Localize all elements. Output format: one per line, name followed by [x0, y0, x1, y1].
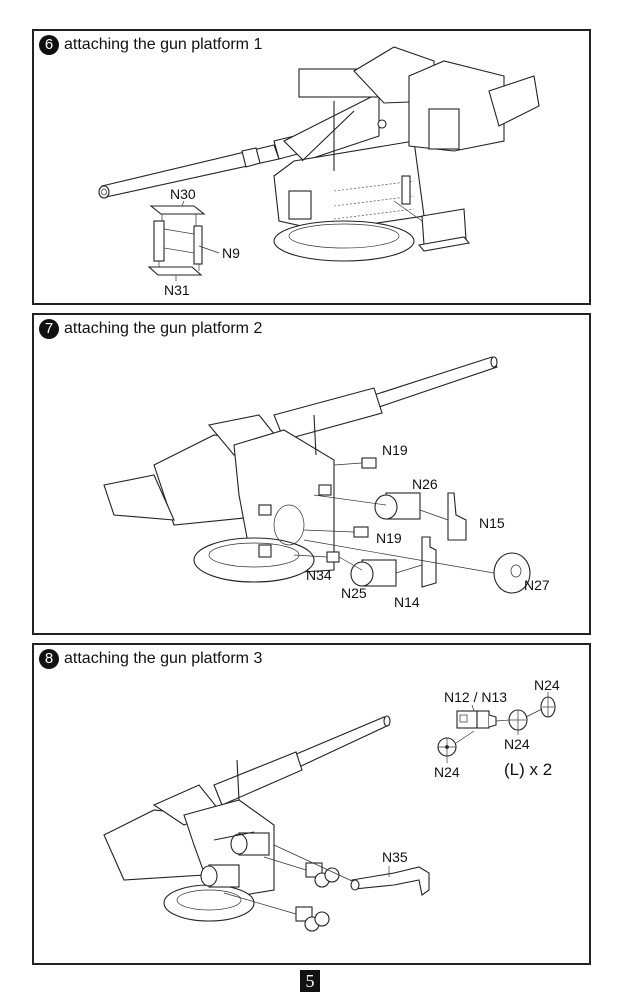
step-8-panel: 8 attaching the gun platform 3 — [32, 643, 591, 965]
part-n19-upper — [361, 457, 377, 469]
step-title: attaching the gun platform 3 — [64, 650, 263, 667]
platform-parts-exploded: N30 N9 N31 — [147, 186, 240, 298]
exploded-parts: N19 N26 N15 N19 N34 N25 N14 N27 — [293, 442, 550, 610]
part-label: N31 — [164, 282, 190, 298]
part-label: N24 — [434, 764, 460, 780]
wheel-assembly-detail: N12 / N13 N24 N24 N24 — [434, 677, 560, 780]
platform-assembly-attached — [393, 200, 471, 252]
part-n35-crank: N35 — [273, 844, 430, 896]
part-n9-frame-left — [153, 220, 165, 262]
part-n15 — [447, 492, 467, 541]
part-label: N9 — [222, 245, 240, 261]
gun-platform-3-illustration: N35 — [103, 677, 560, 932]
step-7-panel: 7 attaching the gun platform 2 — [32, 313, 591, 635]
part-label: N24 — [534, 677, 560, 693]
part-label: N34 — [306, 567, 332, 583]
part-n31-plate — [147, 266, 203, 276]
step-6-panel: 6 attaching the gun platform 1 — [32, 29, 591, 305]
part-n30-plate — [149, 205, 206, 215]
part-label: N25 — [341, 585, 367, 601]
step-6-header: 6 attaching the gun platform 1 — [39, 35, 262, 55]
step-number-badge: 6 — [39, 35, 59, 55]
exploded-parts: N35 — [223, 677, 560, 932]
axle-assembly-upper — [263, 856, 340, 888]
part-label: N12 / N13 — [444, 689, 507, 705]
part-label: N30 — [170, 186, 196, 202]
step-title: attaching the gun platform 2 — [64, 320, 263, 337]
gun-barrel — [213, 715, 391, 806]
quantity-note: (L) x 2 — [504, 760, 552, 779]
step-8-header: 8 attaching the gun platform 3 — [39, 649, 262, 669]
part-n19-lower — [353, 526, 369, 538]
page-number: 5 — [300, 970, 320, 992]
part-label: N26 — [412, 476, 438, 492]
axle-assembly-lower — [223, 892, 330, 932]
part-label: N27 — [524, 577, 550, 593]
part-label: N15 — [479, 515, 505, 531]
step-7-header: 7 attaching the gun platform 2 — [39, 319, 262, 339]
part-n34 — [326, 551, 340, 563]
gun-carriage — [103, 759, 275, 922]
part-label: N19 — [376, 530, 402, 546]
step-title: attaching the gun platform 1 — [64, 36, 263, 53]
part-label: N14 — [394, 594, 420, 610]
part-label: N19 — [382, 442, 408, 458]
part-label: N24 — [504, 736, 530, 752]
gun-carriage — [103, 414, 335, 583]
gun-carriage — [273, 46, 540, 262]
part-label: N35 — [382, 849, 408, 865]
step-number-badge: 8 — [39, 649, 59, 669]
gun-platform-2-illustration: N19 N26 N15 N19 N34 N25 N14 N27 — [103, 356, 550, 610]
step-number-badge: 7 — [39, 319, 59, 339]
gun-platform-1-illustration: N30 N9 N31 — [98, 46, 540, 298]
gun-barrel — [273, 356, 498, 441]
